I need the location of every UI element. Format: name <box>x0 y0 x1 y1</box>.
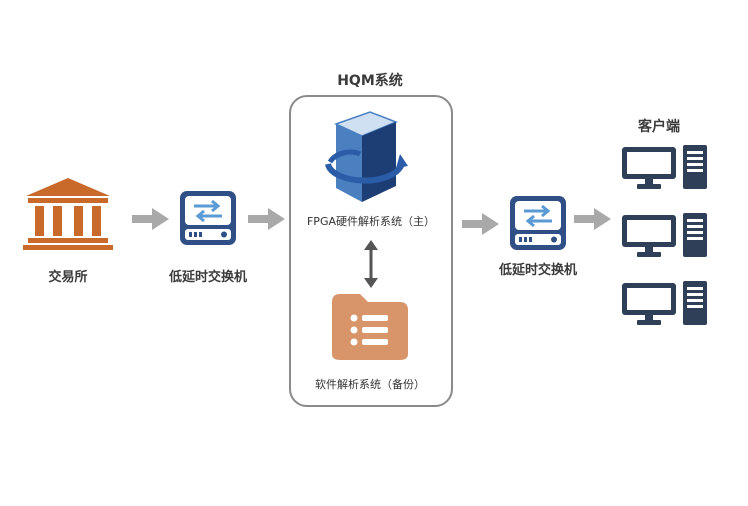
bidirectional-arrow-icon <box>364 240 378 288</box>
arrow-right-icon <box>248 208 285 230</box>
switch-right-label: 低延时交换机 <box>498 263 577 278</box>
exchange-label: 交易所 <box>48 270 88 285</box>
switch-left-icon <box>180 191 236 245</box>
exchange-icon <box>23 178 113 250</box>
client-computer-icon <box>622 145 707 189</box>
switch-right-icon <box>510 196 566 250</box>
fpga-server-icon <box>325 111 408 202</box>
arrow-right-icon <box>462 213 499 235</box>
software-folder-icon <box>332 294 408 360</box>
arrow-right-icon <box>132 208 169 230</box>
client-computer-icon <box>622 281 707 325</box>
hqm-system-frame <box>289 95 453 407</box>
switch-left-label: 低延时交换机 <box>168 270 247 285</box>
software-label: 软件解析系统（备份） <box>315 378 425 391</box>
clients-title: 客户端 <box>638 119 680 135</box>
hqm-title: HQM系统 <box>337 73 403 89</box>
client-computer-icon <box>622 213 707 257</box>
fpga-label: FPGA硬件解析系统（主） <box>306 215 435 228</box>
arrow-right-icon <box>574 208 611 230</box>
